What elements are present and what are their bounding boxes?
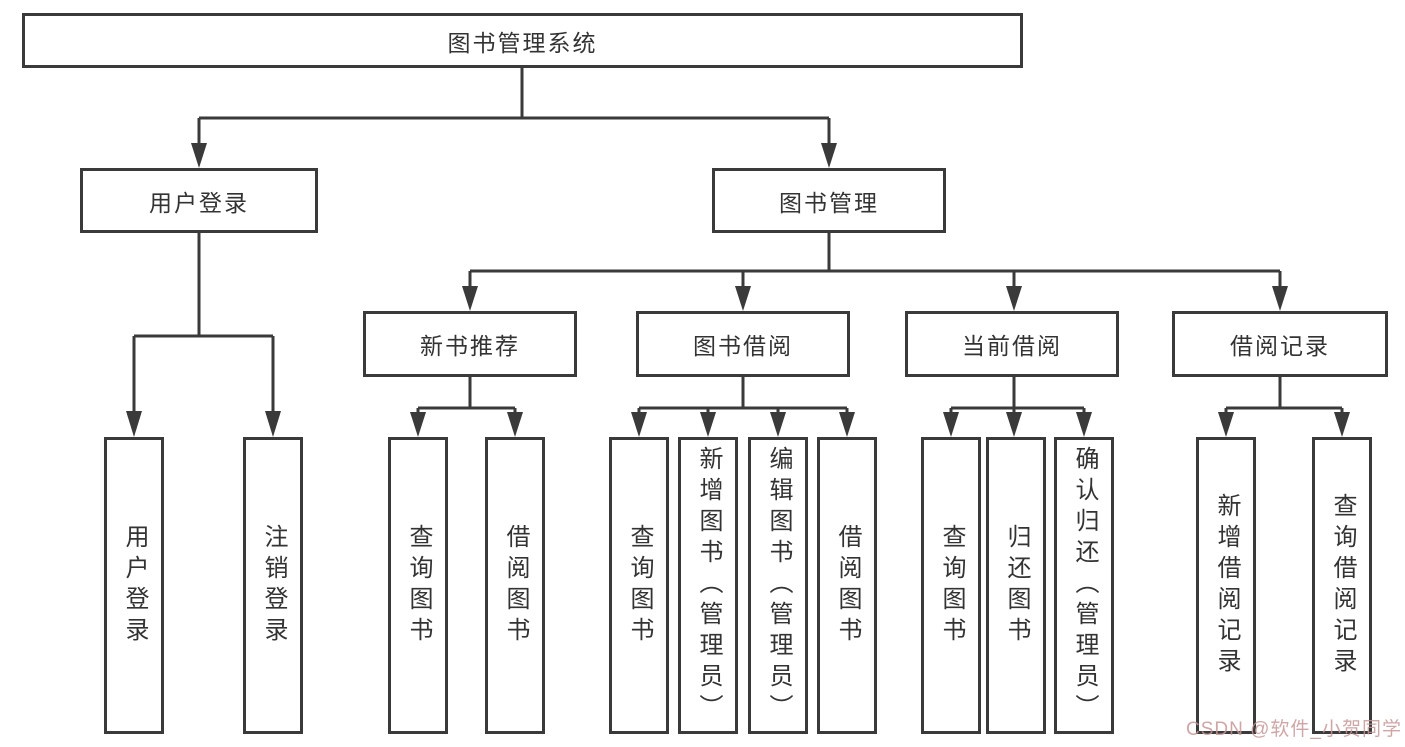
leaf-logout-login: 注销登录	[243, 437, 303, 734]
leaf-current-confirm-return-admin: 确认归还（管理员）	[1054, 437, 1114, 734]
leaf-borrow-borrow-books: 借阅图书	[817, 437, 877, 734]
connector-root-to-level2	[197, 68, 831, 146]
section-borrow-records: 借阅记录	[1172, 311, 1388, 377]
connector-user-login-branch	[132, 233, 275, 414]
section-current-borrow: 当前借阅	[905, 311, 1119, 377]
leaf-current-query-books: 查询图书	[921, 437, 981, 734]
leaf-user-login: 用户登录	[104, 437, 164, 734]
connector-current-borrow	[949, 377, 1086, 414]
connector-borrow-records	[1224, 377, 1344, 414]
branch-user-login: 用户登录	[80, 168, 318, 233]
leaf-recommend-query-books: 查询图书	[388, 437, 448, 734]
connector-book-borrow	[637, 377, 849, 414]
leaf-records-query-borrow-record: 查询借阅记录	[1312, 437, 1372, 734]
section-book-borrow: 图书借阅	[636, 311, 850, 377]
arrowheads	[126, 143, 1350, 437]
leaf-recommend-borrow-books: 借阅图书	[485, 437, 545, 734]
leaf-borrow-add-books-admin: 新增图书（管理员）	[678, 437, 738, 734]
leaf-borrow-edit-books-admin: 编辑图书（管理员）	[748, 437, 808, 734]
leaf-current-return-books: 归还图书	[986, 437, 1046, 734]
connector-new-book-recommend	[416, 377, 517, 414]
section-new-book-recommend: 新书推荐	[363, 311, 577, 377]
root-node: 图书管理系统	[22, 13, 1023, 68]
connector-book-management-to-sections	[468, 233, 1282, 289]
watermark: CSDN @软件_小贺同学	[1186, 719, 1402, 740]
branch-book-management: 图书管理	[712, 168, 946, 233]
leaf-borrow-query-books: 查询图书	[609, 437, 669, 734]
leaf-records-add-borrow-record: 新增借阅记录	[1196, 437, 1256, 734]
